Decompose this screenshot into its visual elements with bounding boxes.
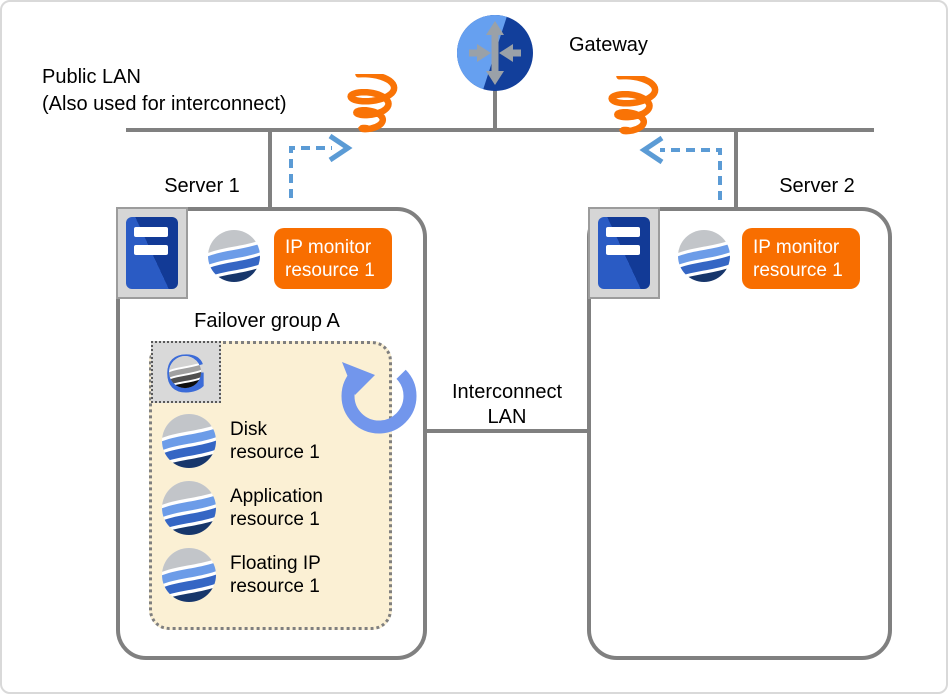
application-resource-sphere-icon: [162, 481, 216, 535]
resource-row-disk: Disk resource 1: [162, 414, 338, 468]
public-lan-label-line2: (Also used for interconnect): [42, 93, 287, 115]
public-lan-line: [126, 128, 874, 132]
server2-label: Server 2: [779, 175, 855, 197]
network-disturbance-coil-icon-right: [608, 76, 659, 135]
server1-tower-bar1: [134, 227, 168, 237]
gateway-router-icon: [457, 15, 533, 91]
server2-stem-line: [734, 130, 738, 208]
monitor-arrow-left: [289, 133, 353, 198]
server2-tower-bar2: [606, 245, 640, 255]
server1-ip-monitor-badge: IP monitor resource 1: [274, 228, 392, 289]
gateway-stem-line: [493, 90, 497, 130]
server2-ip-monitor-badge: IP monitor resource 1: [742, 228, 860, 289]
server1-tower-icon: [116, 207, 188, 299]
server2-monitor-sphere-icon: [678, 230, 730, 282]
server1-tower-bar2: [134, 245, 168, 255]
application-resource-label: Application resource 1: [230, 486, 323, 530]
failover-group-icon: G: [151, 341, 221, 403]
server2-tower-icon: [588, 207, 660, 299]
resource-row-floating-ip: Floating IP resource 1: [162, 548, 338, 602]
restart-arrow-icon: [341, 358, 417, 434]
monitor-arrow-right: [639, 135, 722, 200]
server1-monitor-sphere-icon: [208, 230, 260, 282]
failover-group-title: Failover group A: [194, 310, 340, 332]
server2-tower-body: [598, 217, 650, 289]
group-g-icon: G: [165, 344, 207, 401]
resource-row-application: Application resource 1: [162, 481, 338, 535]
disk-resource-sphere-icon: [162, 414, 216, 468]
public-lan-label-line1: Public LAN: [42, 66, 141, 88]
server1-stem-line: [268, 130, 272, 208]
network-disturbance-coil-icon-left: [347, 74, 398, 133]
server2-tower-bar1: [606, 227, 640, 237]
disk-resource-label: Disk resource 1: [230, 419, 320, 463]
interconnect-line: [427, 429, 587, 433]
floating-ip-resource-label: Floating IP resource 1: [230, 553, 321, 597]
gateway-label: Gateway: [569, 34, 648, 56]
server1-label: Server 1: [164, 175, 240, 197]
server1-tower-body: [126, 217, 178, 289]
interconnect-lan-label: Interconnect LAN: [451, 381, 563, 428]
failover-group-resources: Disk resource 1 Application resource 1 F…: [162, 414, 338, 615]
floating-ip-resource-sphere-icon: [162, 548, 216, 602]
